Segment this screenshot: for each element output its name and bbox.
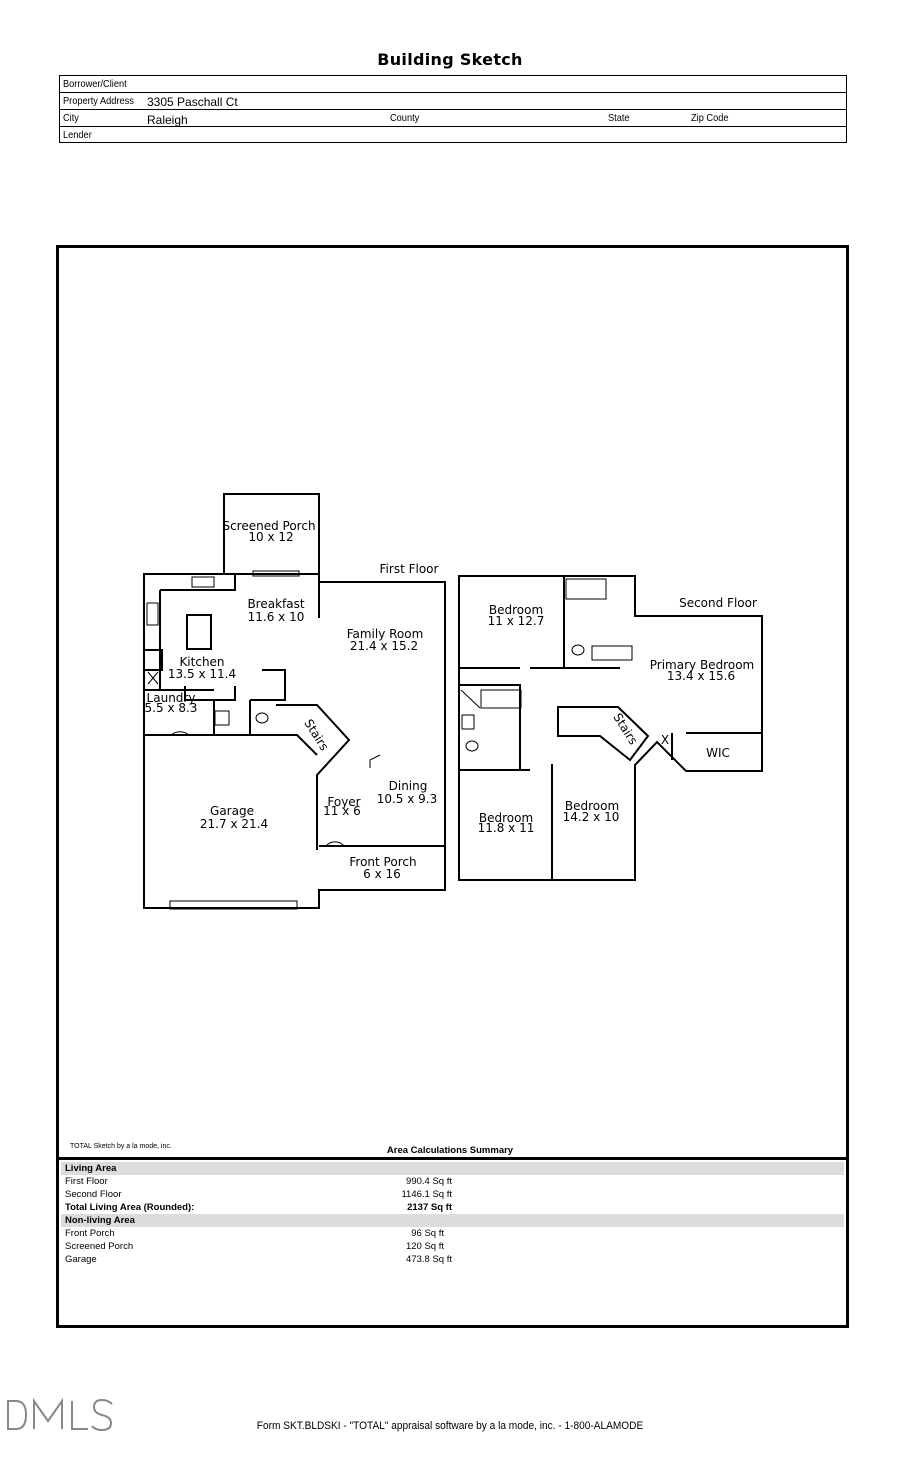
borrower-label: Borrower/Client (63, 78, 127, 90)
software-credit: TOTAL Sketch by a la mode, inc. (70, 1143, 172, 1150)
living-area-header: Living Area (61, 1162, 844, 1175)
city-value: Raleigh (147, 113, 188, 127)
page-title: Building Sketch (377, 50, 523, 69)
address-row: Property Address 3305 Paschall Ct (60, 93, 846, 110)
city-row: City Raleigh County State Zip Code (60, 110, 846, 127)
area-summary-title: Area Calculations Summary (386, 1145, 514, 1156)
address-value: 3305 Paschall Ct (147, 95, 238, 109)
lender-label: Lender (63, 129, 92, 141)
zip-label: Zip Code (691, 112, 729, 124)
lender-row: Lender (60, 127, 846, 143)
form-footer: Form SKT.BLDSKI - "TOTAL" appraisal soft… (256, 1420, 644, 1432)
nonliving-area-header: Non-living Area (61, 1214, 844, 1227)
county-label: County (390, 112, 420, 124)
area-row-total: Total Living Area (Rounded):2137 Sq ft (65, 1202, 452, 1213)
address-label: Property Address (63, 95, 134, 107)
dmls-logo-icon (7, 1397, 113, 1432)
property-info-box: Borrower/Client Property Address 3305 Pa… (59, 75, 847, 143)
state-label: State (608, 112, 630, 124)
sketch-frame (56, 245, 849, 1328)
city-label: City (63, 112, 79, 124)
borrower-row: Borrower/Client (60, 76, 846, 93)
